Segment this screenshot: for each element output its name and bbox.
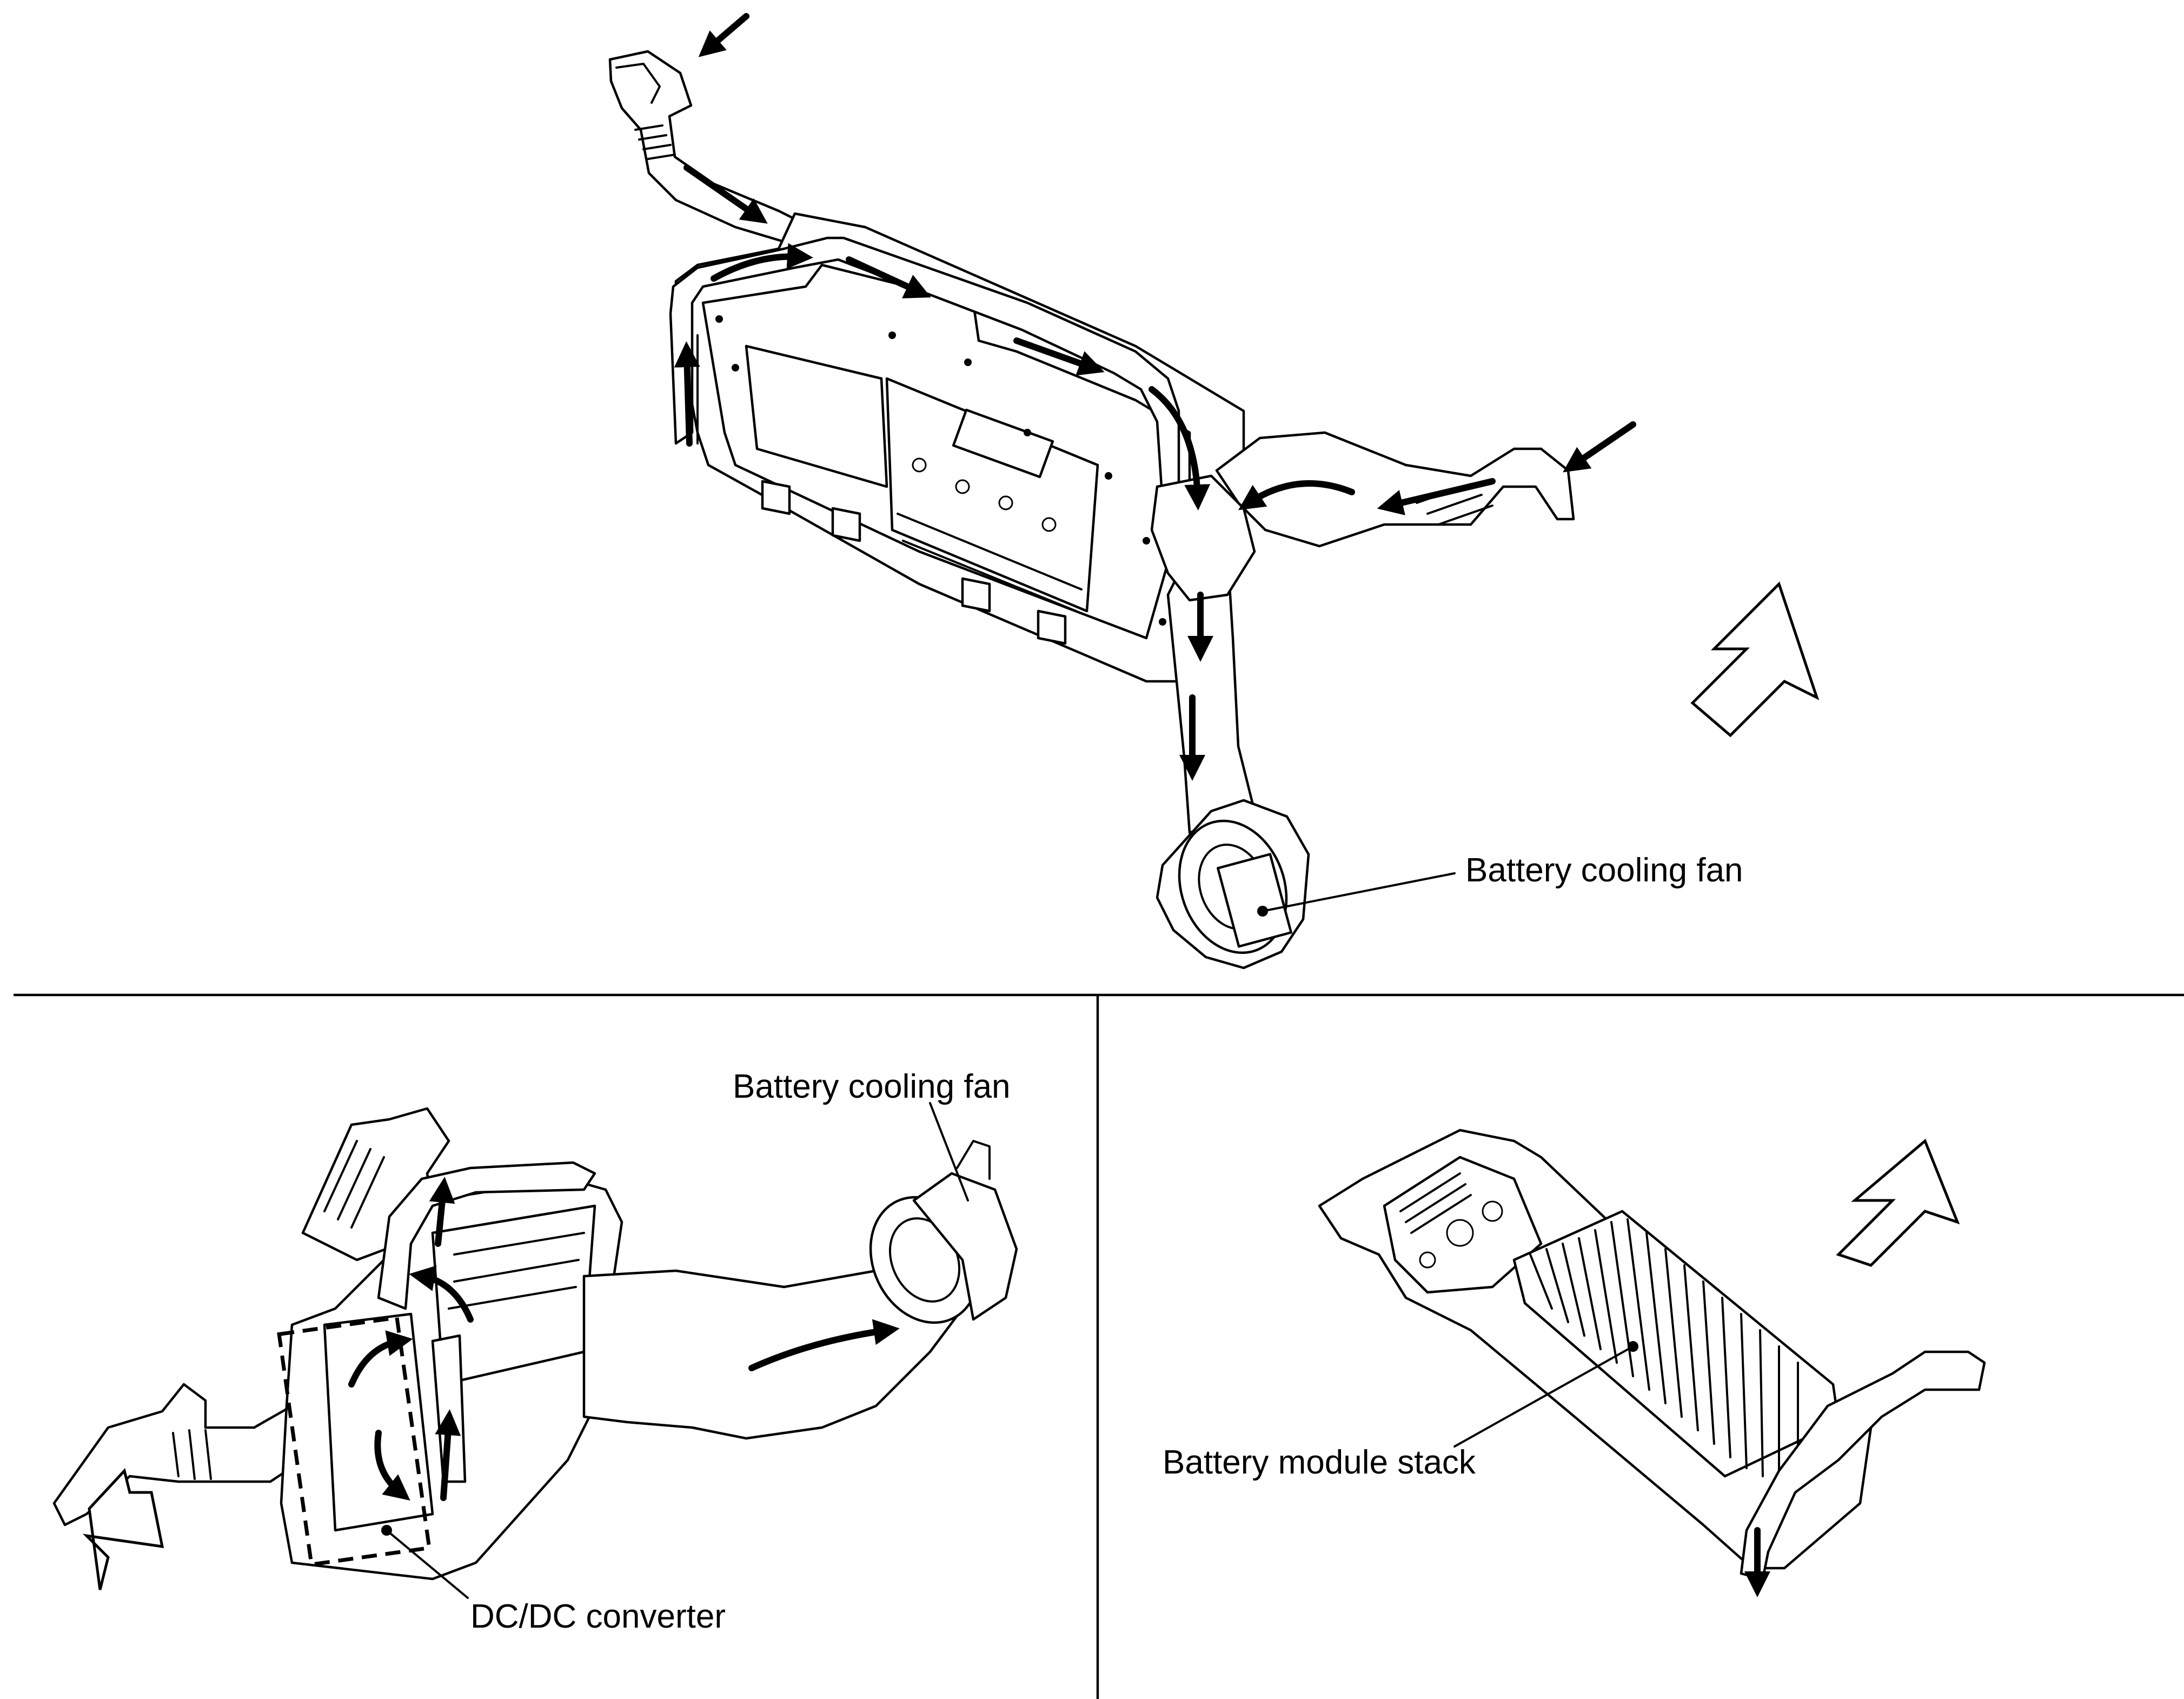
front-direction-arrow-bottom-right <box>1836 1138 1960 1267</box>
fan-bottom-leader <box>929 1102 969 1202</box>
battery-cooling-fan-top <box>1156 799 1310 970</box>
br-controller-area <box>1383 1156 1543 1294</box>
label-battery-cooling-fan-top: Battery cooling fan <box>1465 852 1743 889</box>
bottom-right-panel-module-stack: Battery module stack <box>1163 1129 1986 1597</box>
battery-frame <box>674 212 1245 683</box>
fan-top-leader <box>1262 872 1456 912</box>
front-direction-arrow-bottom-left <box>82 1468 164 1590</box>
dcdc-leader <box>386 1529 469 1599</box>
label-battery-cooling-fan-bottom: Battery cooling fan <box>733 1068 1011 1105</box>
top-airflow-arrows <box>674 13 1636 781</box>
dcdc-converter-outline <box>277 1315 432 1567</box>
br-outlet-pipe <box>1740 1350 1986 1581</box>
label-battery-module-stack: Battery module stack <box>1163 1444 1476 1481</box>
module-stack-leader <box>1453 1345 1634 1448</box>
bottom-left-panel-dcdc-view: Battery cooling fan DC/DC converter <box>52 1068 1018 1635</box>
front-direction-arrow-top <box>1690 581 1820 738</box>
label-dcdc-converter: DC/DC converter <box>470 1598 726 1635</box>
left-intake-duct <box>608 50 813 245</box>
battery-cooling-fan-bottom <box>869 1140 1018 1324</box>
bl-airflow-arrows <box>348 1177 900 1501</box>
bl-intake-duct <box>52 1383 304 1527</box>
top-panel-battery-assembly: Battery cooling fan <box>608 13 1820 970</box>
